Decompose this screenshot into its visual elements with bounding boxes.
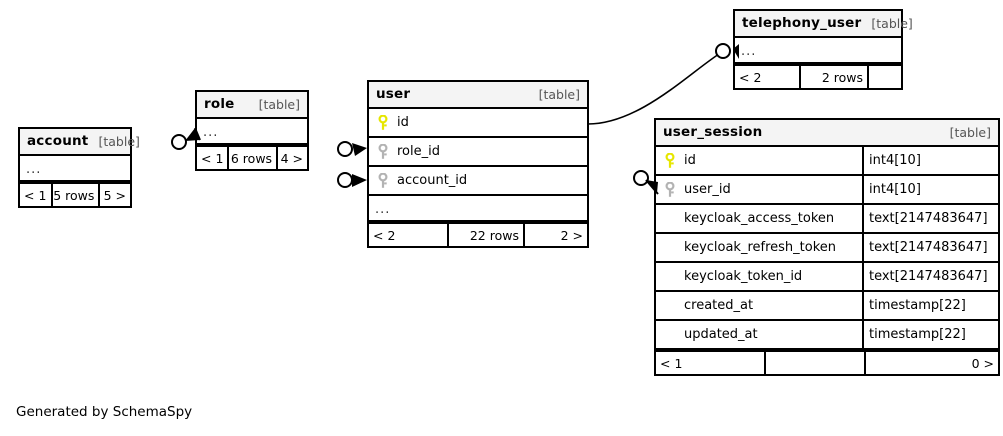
table-telephony-user[interactable]: telephony_user [table] ... < 2 2 rows: [733, 9, 913, 90]
table-telephony-user-name: telephony_user: [742, 15, 862, 31]
table-account-kind: [table]: [98, 133, 140, 149]
column-name-text: role_id: [397, 144, 440, 159]
table-row[interactable]: keycloak_access_token text[2147483647]: [656, 205, 998, 234]
generated-by-label: Generated by SchemaSpy: [16, 404, 193, 420]
column-name-text: account_id: [397, 173, 468, 188]
table-role[interactable]: role [table] ... < 1 6 rows 4 >: [195, 90, 309, 171]
table-account-ellipsis-row: ...: [20, 156, 130, 182]
table-row[interactable]: user_id int4[10]: [656, 176, 998, 205]
table-user-session-footer-rows: [766, 352, 866, 374]
table-user-session-footer: < 1 0 >: [656, 350, 998, 374]
table-account[interactable]: account [table] ... < 1 5 rows 5 >: [18, 127, 140, 208]
foreign-key-icon: [663, 181, 677, 198]
table-role-footer: < 1 6 rows 4 >: [197, 145, 307, 169]
column-name-text: id: [397, 115, 409, 130]
table-row[interactable]: keycloak_refresh_token text[2147483647]: [656, 234, 998, 263]
table-telephony-user-kind: [table]: [871, 15, 913, 31]
table-row[interactable]: role_id: [369, 138, 587, 167]
column-name-text: id: [684, 153, 696, 168]
table-account-footer: < 1 5 rows 5 >: [20, 182, 130, 206]
table-role-footer-rows: 6 rows: [229, 147, 279, 169]
table-user-footer-left[interactable]: < 2: [369, 224, 449, 246]
column-name-text: updated_at: [684, 327, 758, 342]
table-account-footer-rows: 5 rows: [53, 184, 101, 206]
primary-key-icon: [376, 114, 390, 131]
primary-key-icon: [663, 152, 677, 169]
table-telephony-user-ellipsis-row: ...: [735, 38, 901, 64]
table-user-name: user: [376, 86, 411, 102]
table-telephony-user-header: telephony_user [table]: [735, 11, 913, 38]
table-row[interactable]: id int4[10]: [656, 147, 998, 176]
table-telephony-user-footer-rows: 2 rows: [801, 66, 869, 88]
column-cell-name: created_at: [656, 292, 862, 319]
table-role-footer-left[interactable]: < 1: [197, 147, 229, 169]
column-cell-type: int4[10]: [862, 176, 998, 203]
table-role-header: role [table]: [197, 92, 307, 119]
table-user-footer: < 2 22 rows 2 >: [369, 222, 587, 246]
column-name-text: keycloak_refresh_token: [684, 240, 837, 255]
table-role-name: role: [204, 96, 235, 112]
column-cell-name: updated_at: [656, 321, 862, 348]
column-cell-type: text[2147483647]: [862, 234, 998, 261]
table-user-ellipsis-row: ...: [369, 196, 587, 222]
column-cell-name: id: [656, 147, 862, 174]
column-cell-type: timestamp[22]: [862, 321, 998, 348]
column-name-text: keycloak_access_token: [684, 211, 835, 226]
column-cell-name: id: [369, 109, 587, 136]
column-cell-type: int4[10]: [862, 147, 998, 174]
column-name-text: created_at: [684, 298, 754, 313]
table-user-session-footer-left[interactable]: < 1: [656, 352, 766, 374]
table-account-footer-right[interactable]: 5 >: [103, 187, 126, 203]
table-role-ellipsis-row: ...: [197, 119, 307, 145]
edge-user-to-telephony-user: [587, 51, 723, 125]
column-cell-type: text[2147483647]: [862, 263, 998, 290]
column-cell-type: timestamp[22]: [862, 292, 998, 319]
column-name-text: user_id: [684, 182, 731, 197]
table-telephony-user-footer-right[interactable]: [869, 66, 901, 88]
table-user-session-header: user_session [table]: [656, 120, 998, 147]
table-row[interactable]: created_at timestamp[22]: [656, 292, 998, 321]
foreign-key-icon: [376, 172, 390, 189]
table-user-session-kind: [table]: [949, 124, 991, 140]
foreign-key-icon: [376, 143, 390, 160]
column-name-text: keycloak_token_id: [684, 269, 803, 284]
table-user-footer-rows: 22 rows: [449, 224, 525, 246]
table-user-session-name: user_session: [663, 124, 763, 140]
table-role-kind: [table]: [258, 96, 300, 112]
column-cell-name: user_id: [656, 176, 862, 203]
table-row[interactable]: keycloak_token_id text[2147483647]: [656, 263, 998, 292]
table-account-footer-left[interactable]: < 1: [20, 184, 54, 206]
table-role-footer-right[interactable]: 4 >: [280, 150, 303, 166]
column-cell-name: role_id: [369, 138, 587, 165]
table-telephony-user-footer-left[interactable]: < 2: [735, 66, 801, 88]
table-row[interactable]: id: [369, 109, 587, 138]
table-user-kind: [table]: [538, 86, 580, 102]
column-cell-type: text[2147483647]: [862, 205, 998, 232]
table-account-name: account: [27, 133, 89, 149]
column-cell-name: keycloak_access_token: [656, 205, 862, 232]
table-user[interactable]: user [table] id: [367, 80, 589, 248]
column-cell-name: keycloak_refresh_token: [656, 234, 862, 261]
table-user-session-footer-right[interactable]: 0 >: [971, 355, 994, 371]
column-cell-name: account_id: [369, 167, 587, 194]
table-row[interactable]: account_id: [369, 167, 587, 196]
table-user-session[interactable]: user_session [table] id int4[10]: [654, 118, 1000, 376]
table-row[interactable]: updated_at timestamp[22]: [656, 321, 998, 350]
table-user-footer-right[interactable]: 2 >: [560, 227, 583, 243]
table-account-header: account [table]: [20, 129, 140, 156]
column-cell-name: keycloak_token_id: [656, 263, 862, 290]
table-user-header: user [table]: [369, 82, 587, 109]
table-telephony-user-footer: < 2 2 rows: [735, 64, 901, 88]
